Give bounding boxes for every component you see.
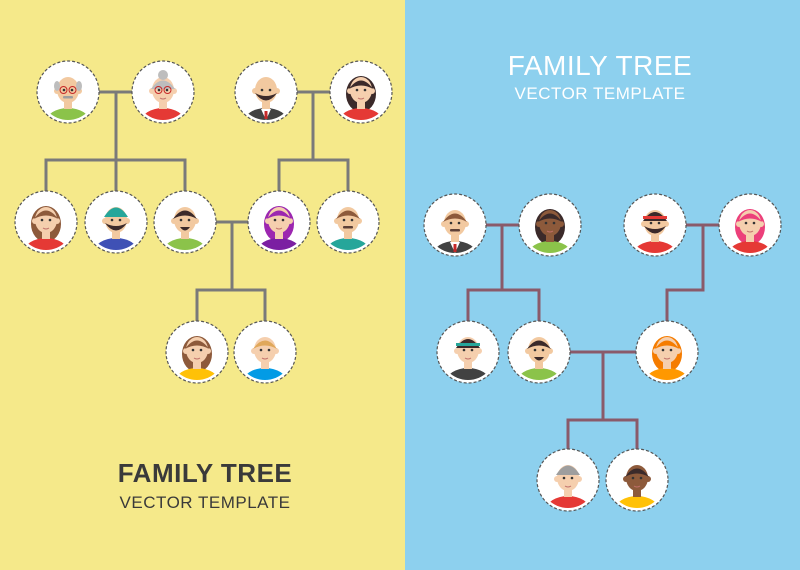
avatar bbox=[517, 337, 561, 380]
left-title: FAMILY TREE bbox=[117, 458, 293, 488]
right-subtitle: VECTOR TEMPLATE bbox=[514, 84, 686, 103]
left-subtitle: VECTOR TEMPLATE bbox=[119, 493, 291, 512]
right-member-grandmother-1 bbox=[518, 193, 582, 257]
avatar bbox=[645, 336, 689, 380]
avatar bbox=[339, 76, 383, 120]
right-member-grandfather-2 bbox=[623, 193, 687, 257]
right-tree-members bbox=[423, 193, 782, 512]
avatar bbox=[24, 206, 68, 250]
avatar bbox=[141, 70, 185, 120]
left-tree-connectors bbox=[44, 90, 350, 323]
avatar bbox=[244, 77, 288, 120]
right-title: FAMILY TREE bbox=[507, 50, 693, 81]
right-member-daughter bbox=[536, 448, 600, 512]
avatar bbox=[46, 77, 90, 120]
avatar bbox=[257, 206, 301, 250]
left-member-father bbox=[153, 190, 217, 254]
right-panel bbox=[405, 0, 800, 570]
left-member-son bbox=[233, 320, 297, 384]
right-member-grandmother-2 bbox=[718, 193, 782, 257]
left-member-grandfather-2 bbox=[234, 60, 298, 124]
right-member-aunt bbox=[635, 320, 699, 384]
avatar bbox=[633, 210, 677, 253]
right-title-block: FAMILY TREE VECTOR TEMPLATE bbox=[470, 50, 730, 104]
right-tree-connectors bbox=[466, 223, 721, 451]
right-member-son bbox=[605, 448, 669, 512]
avatar bbox=[728, 209, 772, 253]
left-member-uncle-2 bbox=[316, 190, 380, 254]
left-member-grandmother-1 bbox=[131, 60, 195, 124]
left-member-uncle bbox=[84, 190, 148, 254]
avatar bbox=[243, 337, 287, 380]
left-member-mother bbox=[247, 190, 311, 254]
right-member-grandfather-1 bbox=[423, 193, 487, 257]
avatar bbox=[163, 207, 207, 250]
left-member-daughter bbox=[165, 320, 229, 384]
avatar bbox=[528, 209, 572, 253]
left-title-block: FAMILY TREE VECTOR TEMPLATE bbox=[80, 458, 330, 513]
avatar bbox=[546, 465, 590, 508]
avatar bbox=[615, 465, 659, 508]
left-member-grandfather-1 bbox=[36, 60, 100, 124]
avatar bbox=[446, 337, 490, 380]
avatar bbox=[326, 207, 370, 250]
left-tree-members bbox=[14, 60, 393, 384]
avatar bbox=[175, 336, 219, 380]
avatar bbox=[433, 210, 477, 253]
left-member-grandmother-2 bbox=[329, 60, 393, 124]
right-member-father bbox=[507, 320, 571, 384]
avatar bbox=[94, 207, 138, 250]
right-member-mother bbox=[436, 320, 500, 384]
left-member-aunt bbox=[14, 190, 78, 254]
